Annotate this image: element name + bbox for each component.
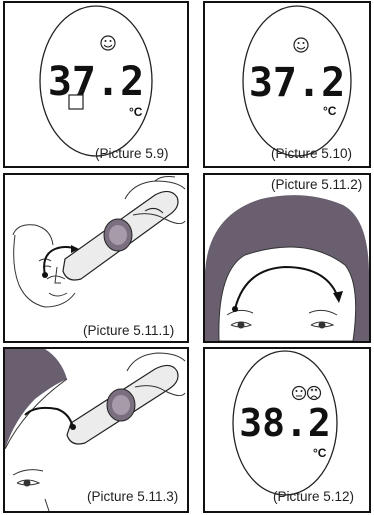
temple-measurement-illustration (5, 349, 187, 511)
hair-illustration (5, 349, 67, 449)
figure-caption: (Picture 5.9) (95, 146, 169, 161)
temperature-reading: 38.2 (239, 401, 331, 445)
figure-panel-5-12: 38.2 °C (Picture 5.12) (203, 347, 371, 513)
forehead-measurement-illustration (5, 175, 187, 341)
figure-caption: (Picture 5.11.1) (83, 323, 174, 338)
forehead-scan-illustration (205, 175, 369, 341)
figure-panel-5-11-1: (Picture 5.11.1) (3, 173, 189, 343)
figure-panel-5-10: 37.2 °C (Picture 5.10) (203, 1, 371, 168)
celsius-unit: °C (129, 105, 143, 119)
temperature-reading: 37.2 (249, 60, 345, 106)
thermometer-display-illustration: 38.2 °C (205, 349, 369, 511)
thermometer-display-illustration: 37.2 °C (5, 3, 187, 166)
figure-caption: (Picture 5.12) (273, 489, 354, 504)
figure-panel-5-11-3: (Picture 5.11.3) (3, 347, 189, 513)
figure-panel-5-11-2: (Picture 5.11.2) (203, 173, 371, 343)
celsius-unit: °C (323, 104, 337, 118)
thermometer-device (67, 365, 178, 444)
scan-path-arrow (25, 408, 76, 430)
celsius-unit: °C (313, 446, 327, 460)
thermometer-device (63, 191, 178, 280)
figure-caption: (Picture 5.11.2) (271, 177, 362, 192)
figure-panel-5-9: 37.2 °C (Picture 5.9) (3, 1, 189, 168)
temperature-reading: 37.2 (48, 59, 144, 105)
figure-caption: (Picture 5.11.3) (87, 489, 178, 504)
figure-caption: (Picture 5.10) (271, 146, 352, 161)
thermometer-display-illustration: 37.2 °C (205, 3, 369, 166)
